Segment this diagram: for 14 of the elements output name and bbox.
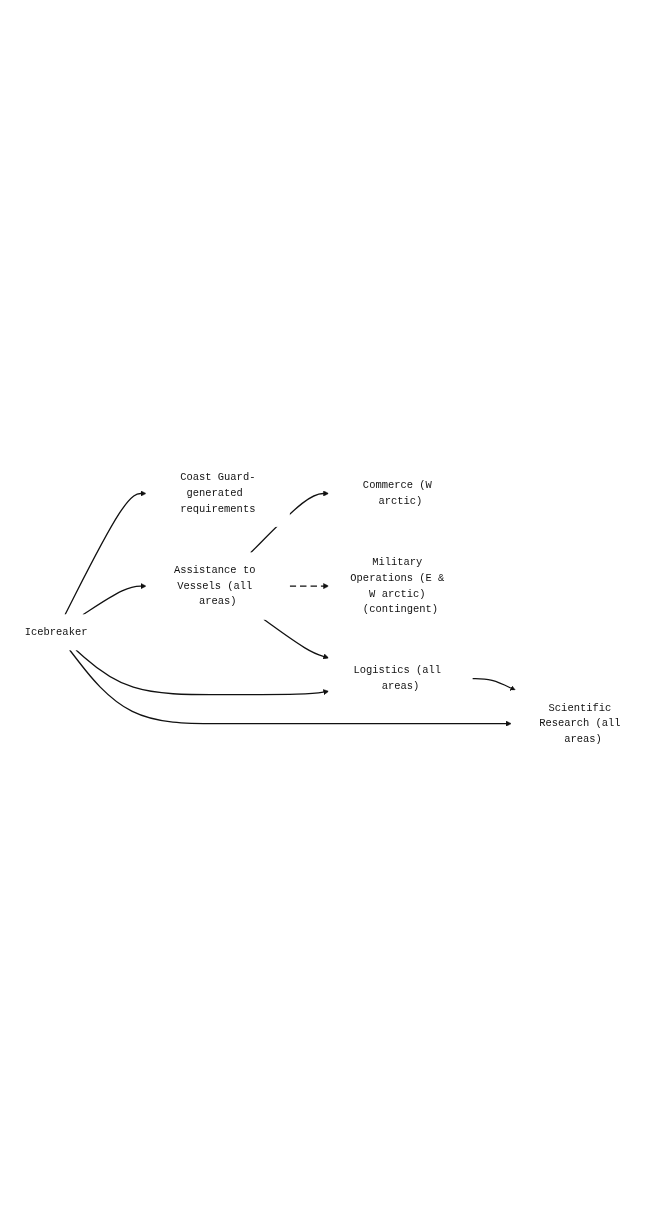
node-text: Commerce (W arctic) [362, 480, 432, 508]
node-text: Scientific Research (all areas) [539, 702, 621, 746]
node-text: Logistics (all areas) [353, 665, 442, 693]
arrow [75, 649, 329, 696]
node-text: Assistance to Vessels (all areas) [174, 564, 256, 609]
arrow [263, 619, 329, 660]
arrow [82, 583, 147, 616]
arrow [64, 491, 147, 616]
arrow [471, 678, 516, 692]
node-text: Coast Guard-generated requirements [180, 472, 256, 516]
arrow [288, 583, 329, 590]
arrow [69, 649, 512, 727]
node-text: Icebreaker [24, 626, 88, 639]
node-text: Military Operations (E & W arctic) (contingent) [350, 557, 445, 616]
